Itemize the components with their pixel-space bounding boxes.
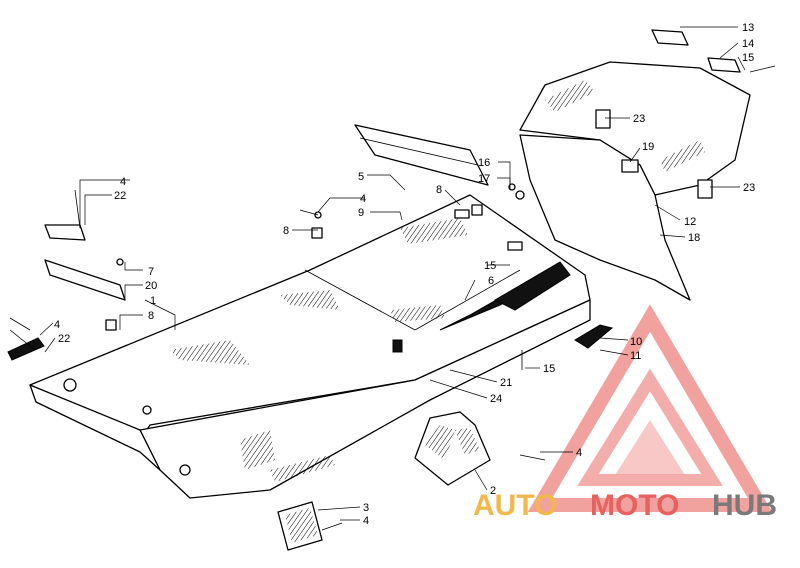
callout-8-center: 8 (283, 225, 289, 237)
callout-20: 20 (145, 280, 157, 292)
callout-22-left: 22 (58, 333, 70, 345)
part-12-grab-bar (519, 61, 751, 301)
callout-5: 5 (358, 171, 364, 183)
watermark-part-moto: MOTO (590, 489, 679, 522)
callout-14: 14 (742, 38, 754, 50)
callout-8-left: 8 (148, 310, 154, 322)
callout-12: 12 (684, 216, 696, 228)
watermark-part-auto: AUTO (473, 489, 557, 522)
callout-23-top: 23 (633, 113, 645, 125)
callout-8-top: 8 (436, 184, 442, 196)
watermark-text: AUTO MOTO HUB (473, 489, 777, 522)
callout-4-center: 4 (360, 193, 366, 205)
part-14-decal (707, 57, 741, 73)
part-13-decal (651, 29, 689, 46)
callout-15-top: 15 (742, 52, 754, 64)
callout-21: 21 (500, 377, 512, 389)
part-10-bracket (574, 324, 614, 349)
callout-19: 19 (642, 141, 654, 153)
callout-1: 1 (150, 295, 156, 307)
leader-lines (39, 26, 746, 521)
part-1-tunnel (29, 194, 591, 499)
watermark-part-hub: HUB (712, 489, 777, 522)
callout-9: 9 (358, 207, 364, 219)
callout-4-bottom: 4 (363, 515, 369, 527)
callout-7: 7 (148, 266, 154, 278)
callout-15-center: 15 (484, 260, 496, 272)
callout-4-right: 4 (576, 447, 582, 459)
part-15-bolt (749, 65, 776, 73)
watermark-logo (527, 304, 773, 512)
part-5-strip (354, 124, 489, 186)
callout-labels: 1 2 3 4 4 4 4 4 5 6 7 8 8 8 9 10 11 12 1… (54, 22, 755, 527)
part-3-plate (277, 501, 323, 551)
callout-10: 10 (630, 336, 642, 348)
part-20-bracket (44, 259, 126, 301)
callout-23-right: 23 (743, 182, 755, 194)
callout-18: 18 (688, 232, 700, 244)
callout-2: 2 (490, 485, 496, 497)
hardware-items (9, 183, 546, 531)
callout-6: 6 (488, 275, 494, 287)
callout-24: 24 (490, 393, 502, 405)
callout-3: 3 (363, 502, 369, 514)
part-22-bracket (44, 224, 86, 241)
callout-11: 11 (630, 350, 641, 362)
callout-22-top-left: 22 (114, 190, 126, 202)
callout-15-bottom: 15 (543, 363, 555, 375)
callout-17: 17 (478, 173, 490, 185)
callout-13: 13 (742, 22, 754, 34)
callout-4-left: 4 (54, 319, 60, 331)
callout-16: 16 (478, 157, 490, 169)
callout-4-top-left: 4 (120, 176, 126, 188)
part-2-bracket (414, 411, 491, 486)
part-22-bracket-lower (7, 337, 45, 361)
